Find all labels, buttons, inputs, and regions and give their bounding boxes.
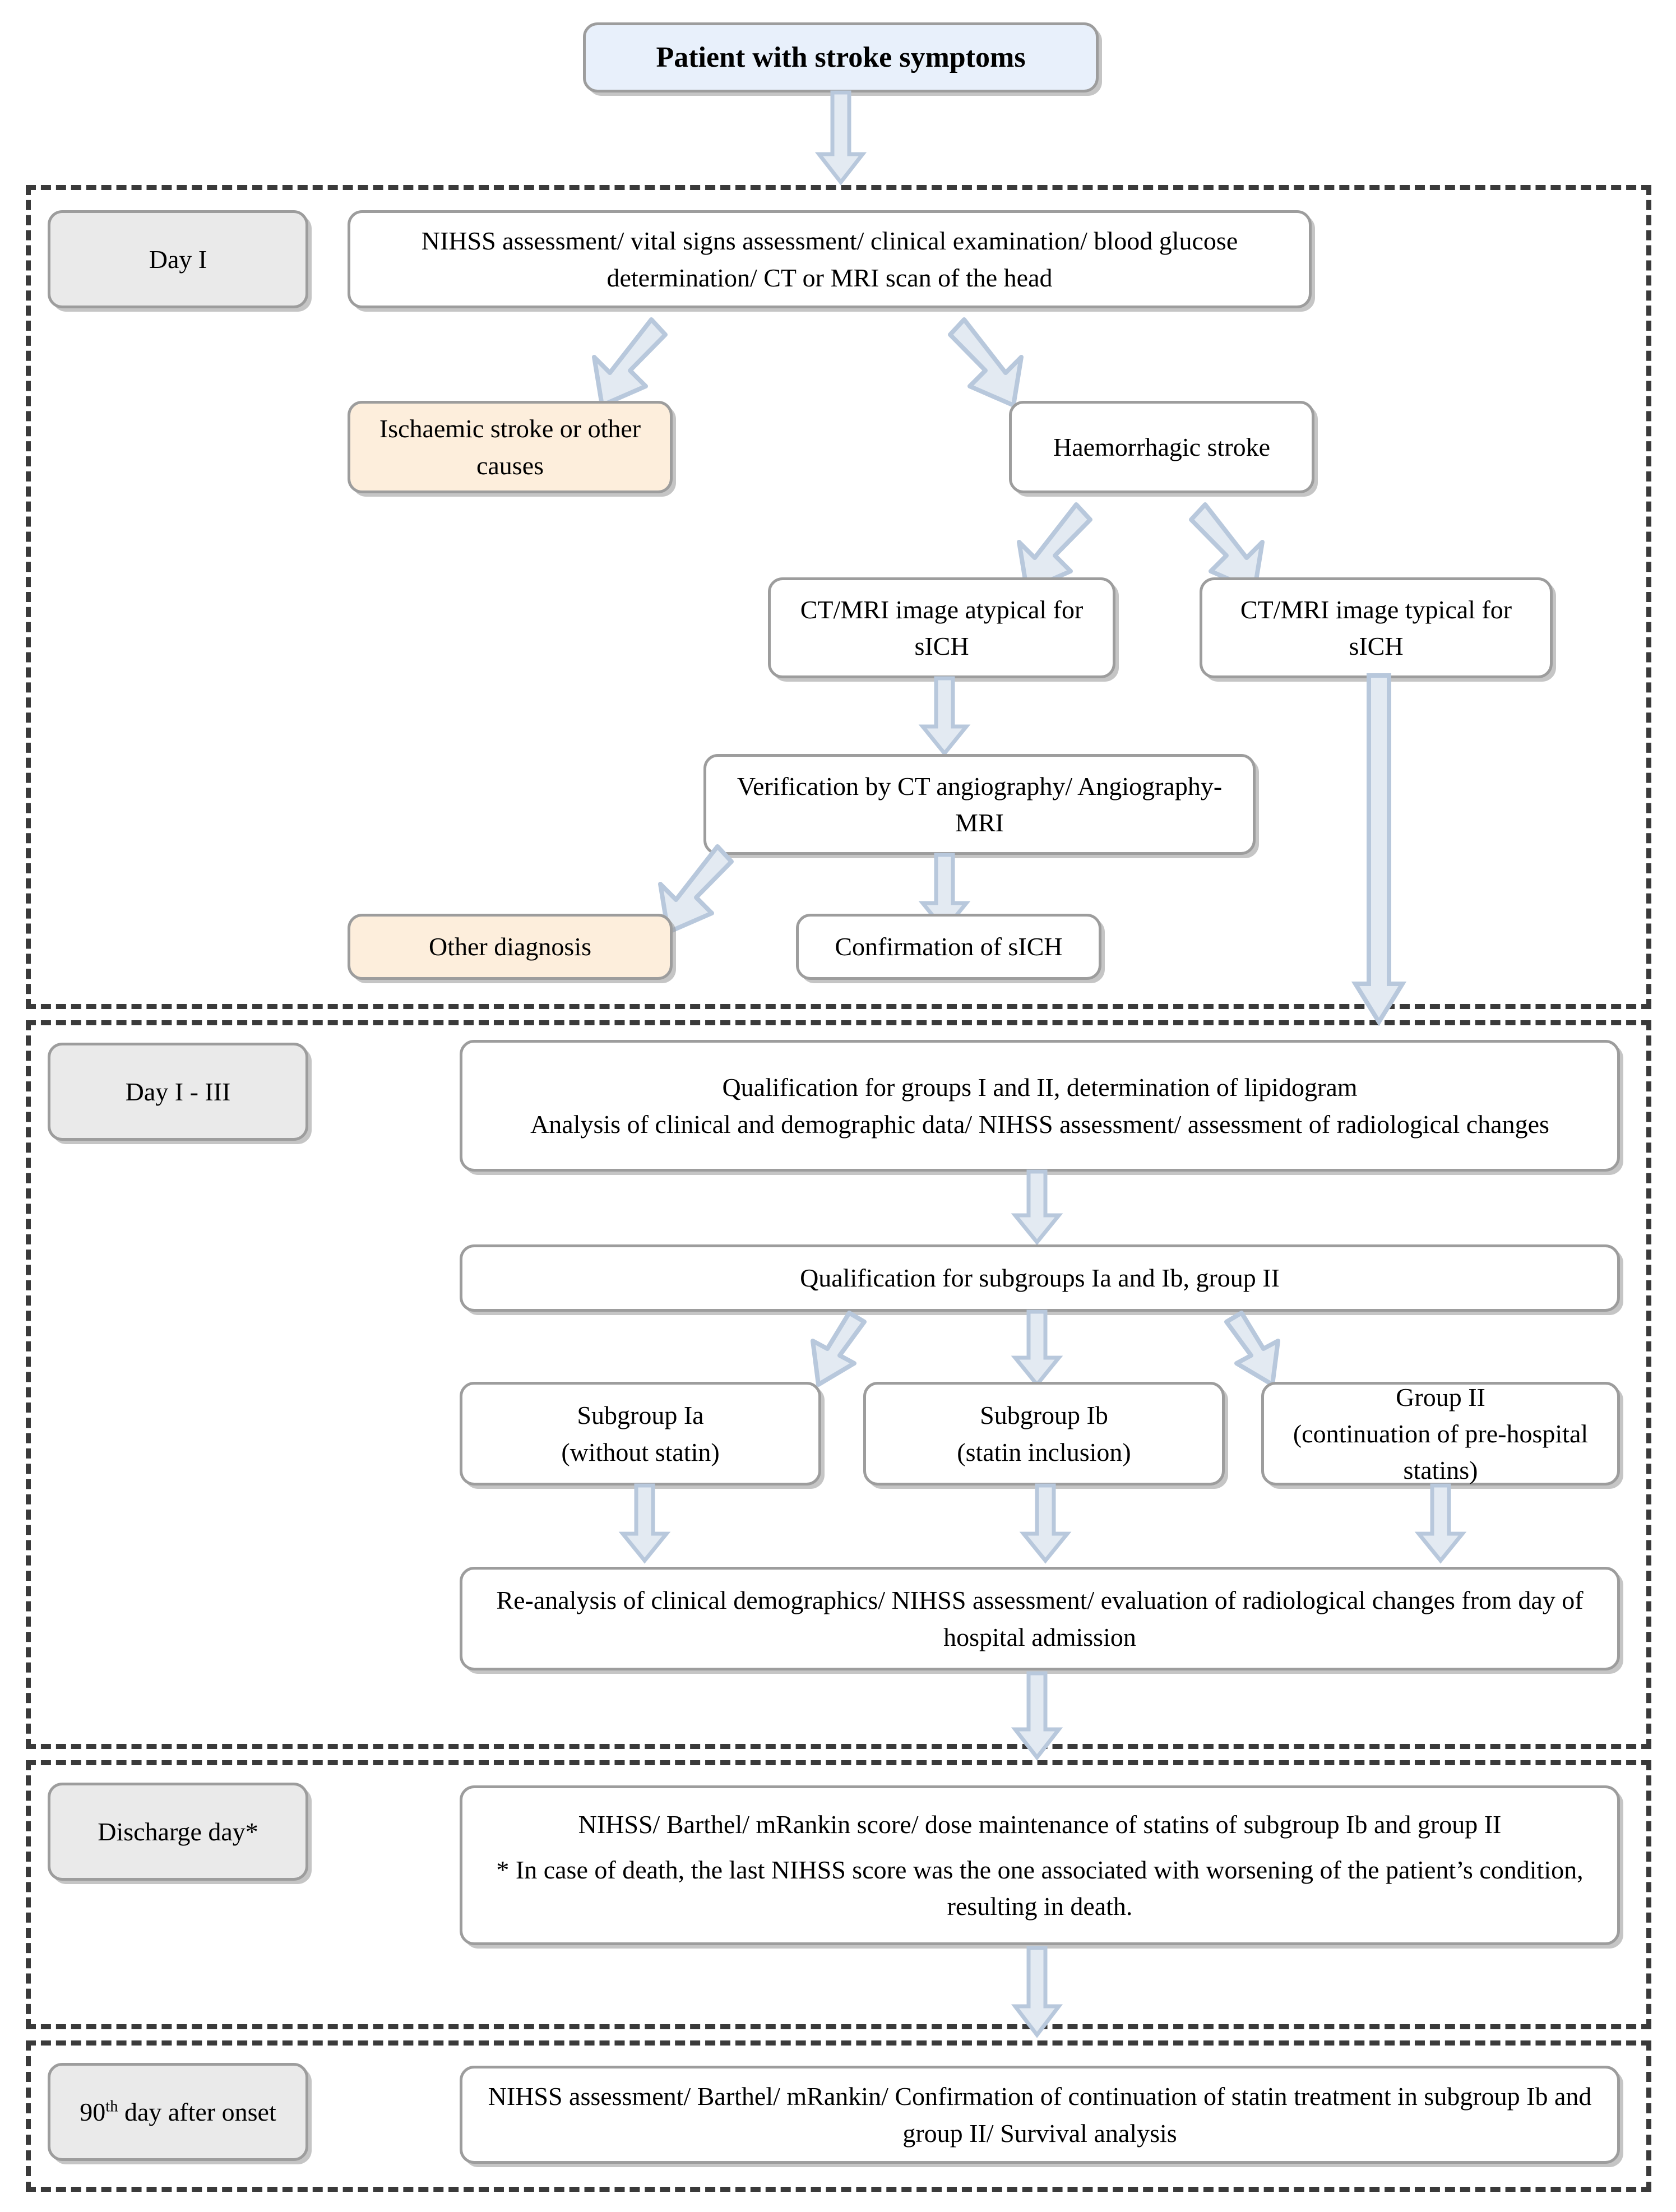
node-haemorrhagic-stroke[interactable]: Haemorrhagic stroke [1009, 401, 1314, 493]
node-haemorrhagic-stroke-label: Haemorrhagic stroke [1053, 432, 1270, 461]
arrow-typical-to-day-1-3 [1351, 673, 1407, 1026]
node-group-ii-line2: (continuation of pre-hospital statins) [1293, 1419, 1589, 1485]
arrow-subgroups-to-subgroup-ib [1011, 1309, 1063, 1388]
node-ischaemic-stroke[interactable]: Ischaemic stroke or other causes [348, 401, 673, 493]
region-day-90 [26, 2040, 1651, 2192]
arrow-discharge-to-day-90 [1011, 1946, 1063, 2038]
node-reanalysis[interactable]: Re-analysis of clinical demographics/ NI… [460, 1567, 1620, 1670]
node-ct-mri-typical-label: CT/MRI image typical for sICH [1240, 595, 1512, 660]
node-qualification-groups[interactable]: Qualification for groups I and II, deter… [460, 1040, 1620, 1172]
phase-label-day-90-superscript: th [105, 2098, 118, 2116]
node-subgroup-ia[interactable]: Subgroup Ia (without statin) [460, 1382, 821, 1486]
arrow-subgroup-ia-to-reanalysis [618, 1483, 671, 1564]
node-ct-mri-typical[interactable]: CT/MRI image typical for sICH [1200, 577, 1553, 678]
node-subgroup-ia-line1: Subgroup Ia [577, 1401, 704, 1430]
node-group-ii[interactable]: Group II (continuation of pre-hospital s… [1261, 1382, 1620, 1486]
arrow-start-to-assessment [814, 90, 867, 186]
node-other-diagnosis-label: Other diagnosis [428, 932, 591, 961]
arrow-subgroup-ib-to-reanalysis [1019, 1483, 1072, 1564]
start-node[interactable]: Patient with stroke symptoms [583, 22, 1099, 92]
phase-label-discharge-text: Discharge day* [98, 1817, 258, 1846]
node-subgroup-ib[interactable]: Subgroup Ib (statin inclusion) [863, 1382, 1225, 1486]
node-discharge-content-line1: NIHSS/ Barthel/ mRankin score/ dose main… [578, 1810, 1502, 1839]
node-qualification-groups-line1: Qualification for groups I and II, deter… [722, 1073, 1358, 1102]
node-qualification-subgroups[interactable]: Qualification for subgroups Ia and Ib, g… [460, 1244, 1620, 1312]
phase-label-day-1-text: Day I [149, 244, 207, 274]
node-group-ii-line1: Group II [1396, 1382, 1485, 1412]
phase-label-day-1: Day I [48, 210, 308, 308]
node-ct-mri-atypical[interactable]: CT/MRI image atypical for sICH [768, 577, 1115, 678]
node-discharge-content-line2: * In case of death, the last NIHSS score… [496, 1855, 1584, 1921]
arrow-subgroups-to-group-ii [1211, 1311, 1295, 1387]
node-confirmation-sich[interactable]: Confirmation of sICH [796, 914, 1101, 980]
node-confirmation-sich-label: Confirmation of sICH [835, 932, 1063, 961]
phase-label-day-1-3-text: Day I - III [125, 1077, 231, 1106]
node-ct-mri-atypical-label: CT/MRI image atypical for sICH [800, 595, 1084, 660]
node-ischaemic-stroke-label: Ischaemic stroke or other causes [379, 414, 641, 480]
node-day-90-content[interactable]: NIHSS assessment/ Barthel/ mRankin/ Conf… [460, 2066, 1620, 2164]
phase-label-day-90-prefix: 90 [80, 2097, 106, 2126]
node-verification[interactable]: Verification by CT angiography/ Angiogra… [703, 754, 1256, 855]
node-assessment[interactable]: NIHSS assessment/ vital signs assessment… [348, 210, 1312, 308]
arrow-qualification-groups-to-subgroups [1011, 1169, 1063, 1246]
node-qualification-groups-line2: Analysis of clinical and demographic dat… [530, 1109, 1549, 1139]
phase-label-discharge: Discharge day* [48, 1783, 308, 1881]
start-node-label: Patient with stroke symptoms [656, 41, 1026, 73]
arrow-reanalysis-to-discharge [1011, 1671, 1063, 1761]
region-day-1-3 [26, 1020, 1651, 1749]
arrow-subgroups-to-subgroup-ia [796, 1311, 880, 1387]
node-other-diagnosis[interactable]: Other diagnosis [348, 914, 673, 980]
node-subgroup-ib-line2: (statin inclusion) [957, 1437, 1131, 1466]
arrow-atypical-to-verification [918, 676, 971, 757]
phase-label-day-90-rest: day after onset [118, 2097, 276, 2126]
phase-label-day-1-3: Day I - III [48, 1043, 308, 1141]
node-qualification-subgroups-label: Qualification for subgroups Ia and Ib, g… [800, 1264, 1280, 1293]
node-day-90-content-label: NIHSS assessment/ Barthel/ mRankin/ Conf… [488, 2082, 1592, 2148]
arrow-verification-to-other-diagnosis [633, 844, 734, 947]
node-reanalysis-label: Re-analysis of clinical demographics/ NI… [496, 1586, 1584, 1651]
node-discharge-content[interactable]: NIHSS/ Barthel/ mRankin score/ dose main… [460, 1785, 1620, 1945]
node-subgroup-ia-line2: (without statin) [561, 1437, 720, 1466]
region-day-1 [26, 185, 1651, 1009]
node-assessment-label: NIHSS assessment/ vital signs assessment… [421, 226, 1238, 292]
region-discharge [26, 1760, 1651, 2029]
phase-label-day-90: 90th day after onset [48, 2063, 308, 2161]
phase-label-day-90-text: 90th day after onset [80, 2094, 276, 2130]
arrow-assessment-to-ischaemic [567, 317, 668, 420]
arrow-group-ii-to-reanalysis [1414, 1483, 1467, 1564]
node-verification-label: Verification by CT angiography/ Angiogra… [737, 771, 1223, 837]
arrow-assessment-to-haemorrhagic [947, 317, 1048, 420]
node-subgroup-ib-line1: Subgroup Ib [980, 1401, 1108, 1430]
